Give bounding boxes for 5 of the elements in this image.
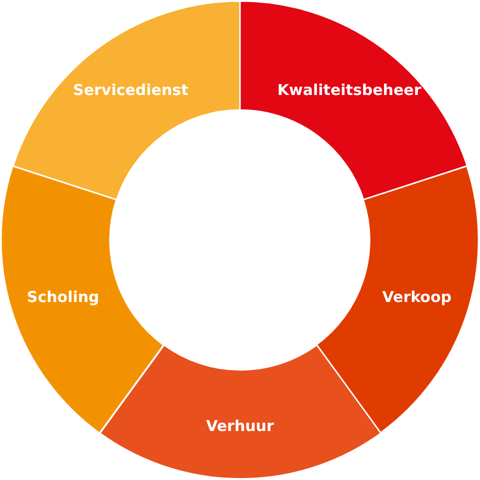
segment-label: Scholing xyxy=(26,288,100,306)
segment-label: Verhuur xyxy=(206,416,274,435)
segment-label: Servicedienst xyxy=(73,80,188,99)
segment-label: Verkoop xyxy=(382,288,452,306)
segment-label: Kwaliteitsbeheer xyxy=(277,80,422,99)
